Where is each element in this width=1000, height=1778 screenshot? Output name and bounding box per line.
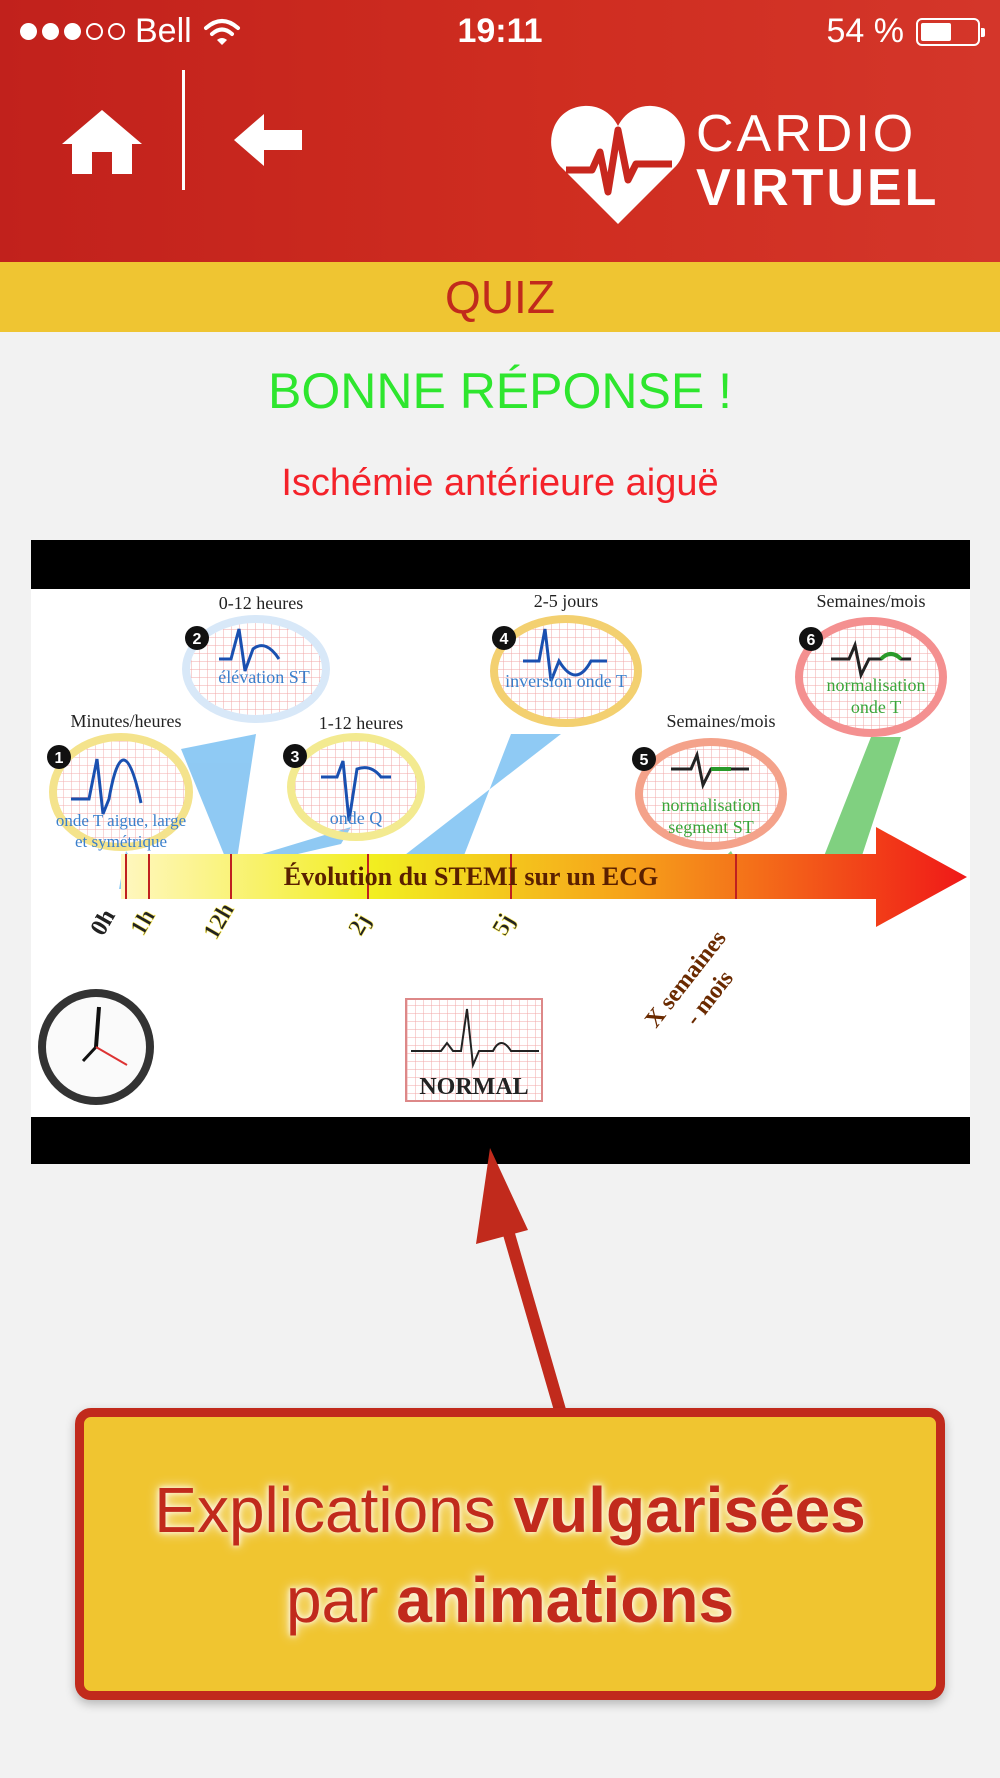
stage-1: Minutes/heures 1 onde T aigue, large et … xyxy=(47,711,193,851)
stage-label: normalisation xyxy=(827,675,926,695)
home-button[interactable] xyxy=(60,108,144,176)
heart-ecg-icon xyxy=(551,105,685,224)
stage-3: 1-12 heures 3 onde Q xyxy=(283,713,425,841)
stage-time: 0-12 heures xyxy=(219,593,303,613)
cardio-virtuel-logo: CARDIO VIRTUEL xyxy=(548,100,948,230)
time-label: 12h xyxy=(199,899,240,944)
callout-line-2: par animations xyxy=(84,1555,936,1645)
stage-time: Semaines/mois xyxy=(667,711,776,731)
battery-icon xyxy=(916,17,985,46)
diagnosis-title: Ischémie antérieure aiguë xyxy=(281,462,719,504)
time-label: 2j xyxy=(344,910,377,940)
time-label: 0h xyxy=(86,905,121,940)
stage-number: 2 xyxy=(193,631,202,648)
stage-number: 6 xyxy=(807,632,816,649)
stage-number: 1 xyxy=(55,750,64,767)
battery-percent: 54 % xyxy=(826,12,905,50)
callout-text-bold: vulgarisées xyxy=(513,1474,866,1546)
stage-time: Minutes/heures xyxy=(71,711,182,731)
answer-result: BONNE RÉPONSE ! xyxy=(268,363,732,419)
stage-time: 1-12 heures xyxy=(319,713,403,733)
promo-callout: Explications vulgarisées par animations xyxy=(75,1408,945,1700)
stage-4: 2-5 jours 4 inversion onde T xyxy=(490,591,642,727)
stage-label: normalisation xyxy=(662,795,761,815)
callout-text: par xyxy=(285,1564,397,1636)
logo-text-virtuel: VIRTUEL xyxy=(696,159,940,217)
stage-time: 2-5 jours xyxy=(534,591,599,611)
stage-label: segment ST xyxy=(668,817,754,837)
home-icon xyxy=(62,110,142,174)
section-title: QUIZ xyxy=(445,271,555,323)
stage-label: élévation ST xyxy=(218,667,309,687)
stage-2: 0-12 heures 2 élévation ST xyxy=(182,593,330,723)
stage-time: Semaines/mois xyxy=(817,591,926,611)
stage-number: 4 xyxy=(500,631,509,648)
wifi-icon xyxy=(203,18,240,45)
carrier-name: Bell xyxy=(135,12,192,50)
stage-label: et symétrique xyxy=(75,832,167,851)
stage-number: 5 xyxy=(640,752,649,769)
battery-status: 54 % xyxy=(826,12,985,51)
stemi-evolution-figure: Évolution du STEMI sur un ECG 0h 1h 12h … xyxy=(31,589,970,1117)
stage-label: onde T xyxy=(851,697,901,717)
stage-6: Semaines/mois 6 normalisation onde T xyxy=(795,591,947,737)
time-label: 5j xyxy=(488,910,521,940)
callout-text: Explications xyxy=(154,1474,514,1546)
carrier-info: Bell xyxy=(20,12,242,51)
stage-number: 3 xyxy=(291,749,300,766)
normal-label: NORMAL xyxy=(419,1074,528,1100)
explanation-animation[interactable]: Évolution du STEMI sur un ECG 0h 1h 12h … xyxy=(31,540,970,1164)
stage-label: onde Q xyxy=(330,808,383,828)
back-arrow-icon xyxy=(234,114,302,166)
stage-5: Semaines/mois 5 normalisation segment ST xyxy=(632,711,787,850)
app-header: Bell 19:11 54 % CARDIO VIRTUEL xyxy=(0,0,1000,262)
status-time: 19:11 xyxy=(457,12,543,50)
back-button[interactable] xyxy=(232,112,304,168)
logo-text-cardio: CARDIO xyxy=(696,105,917,163)
time-label: 1h xyxy=(126,905,161,940)
stage-label: inversion onde T xyxy=(505,671,627,691)
header-divider xyxy=(182,70,185,190)
normal-ecg-box: NORMAL xyxy=(405,998,543,1102)
clock-icon xyxy=(38,989,154,1105)
stage-label: onde T aigue, large xyxy=(56,811,186,830)
callout-text-bold: animations xyxy=(396,1564,735,1636)
status-bar: Bell 19:11 54 % xyxy=(0,0,1000,64)
timeline-arrow xyxy=(121,827,967,927)
timeline-title: Évolution du STEMI sur un ECG xyxy=(284,862,659,891)
signal-strength-icon xyxy=(20,23,125,40)
section-title-bar: QUIZ xyxy=(0,262,1000,332)
callout-line-1: Explications vulgarisées xyxy=(84,1465,936,1555)
